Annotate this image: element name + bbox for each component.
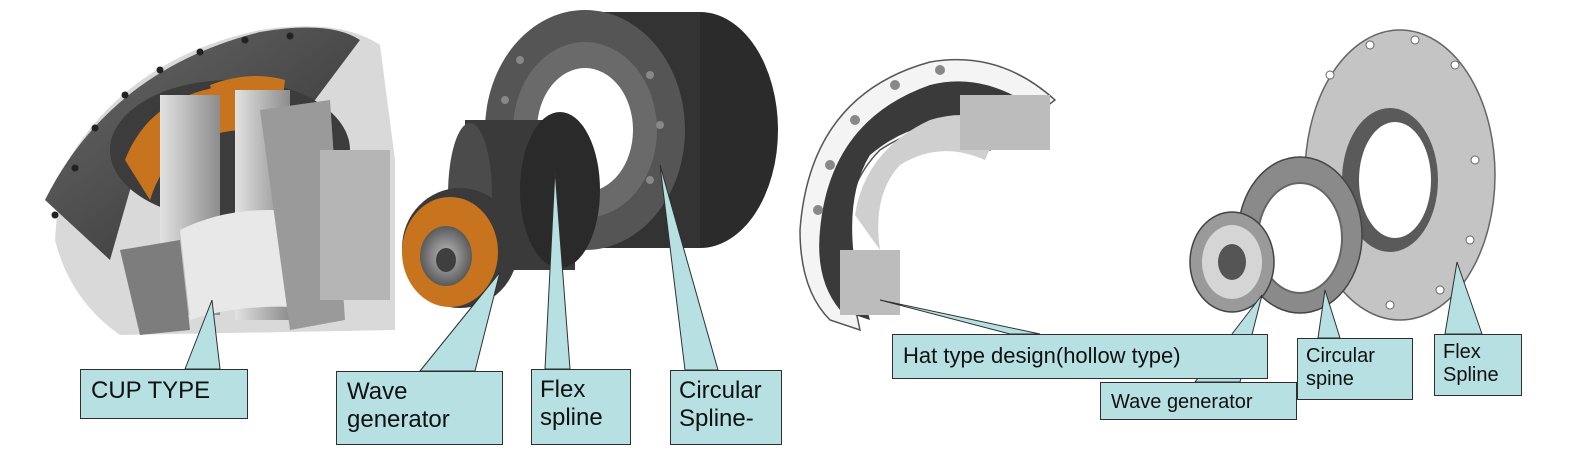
cup-type-cutaway [45, 26, 395, 336]
wave-generator-part [402, 188, 518, 308]
flex-spline-label-right: Flex Spline [1434, 334, 1522, 396]
circular-spline-label-left: Circular Spline- [670, 370, 782, 445]
hat-type-cutaway [799, 58, 1057, 332]
wave-generator-hat-part [1189, 211, 1275, 313]
flex-spline-label-left: Flex spline [531, 369, 631, 445]
hat-type-leader [879, 299, 1041, 335]
wave-generator-label-right: Wave generator [1100, 382, 1297, 420]
hat-type-label: Hat type design(hollow type) [892, 334, 1268, 379]
cup-type-label: CUP TYPE [80, 369, 248, 419]
wave-generator-label-left: Wave generator [336, 371, 503, 445]
circular-spine-label-right: Circular spine [1297, 338, 1413, 400]
